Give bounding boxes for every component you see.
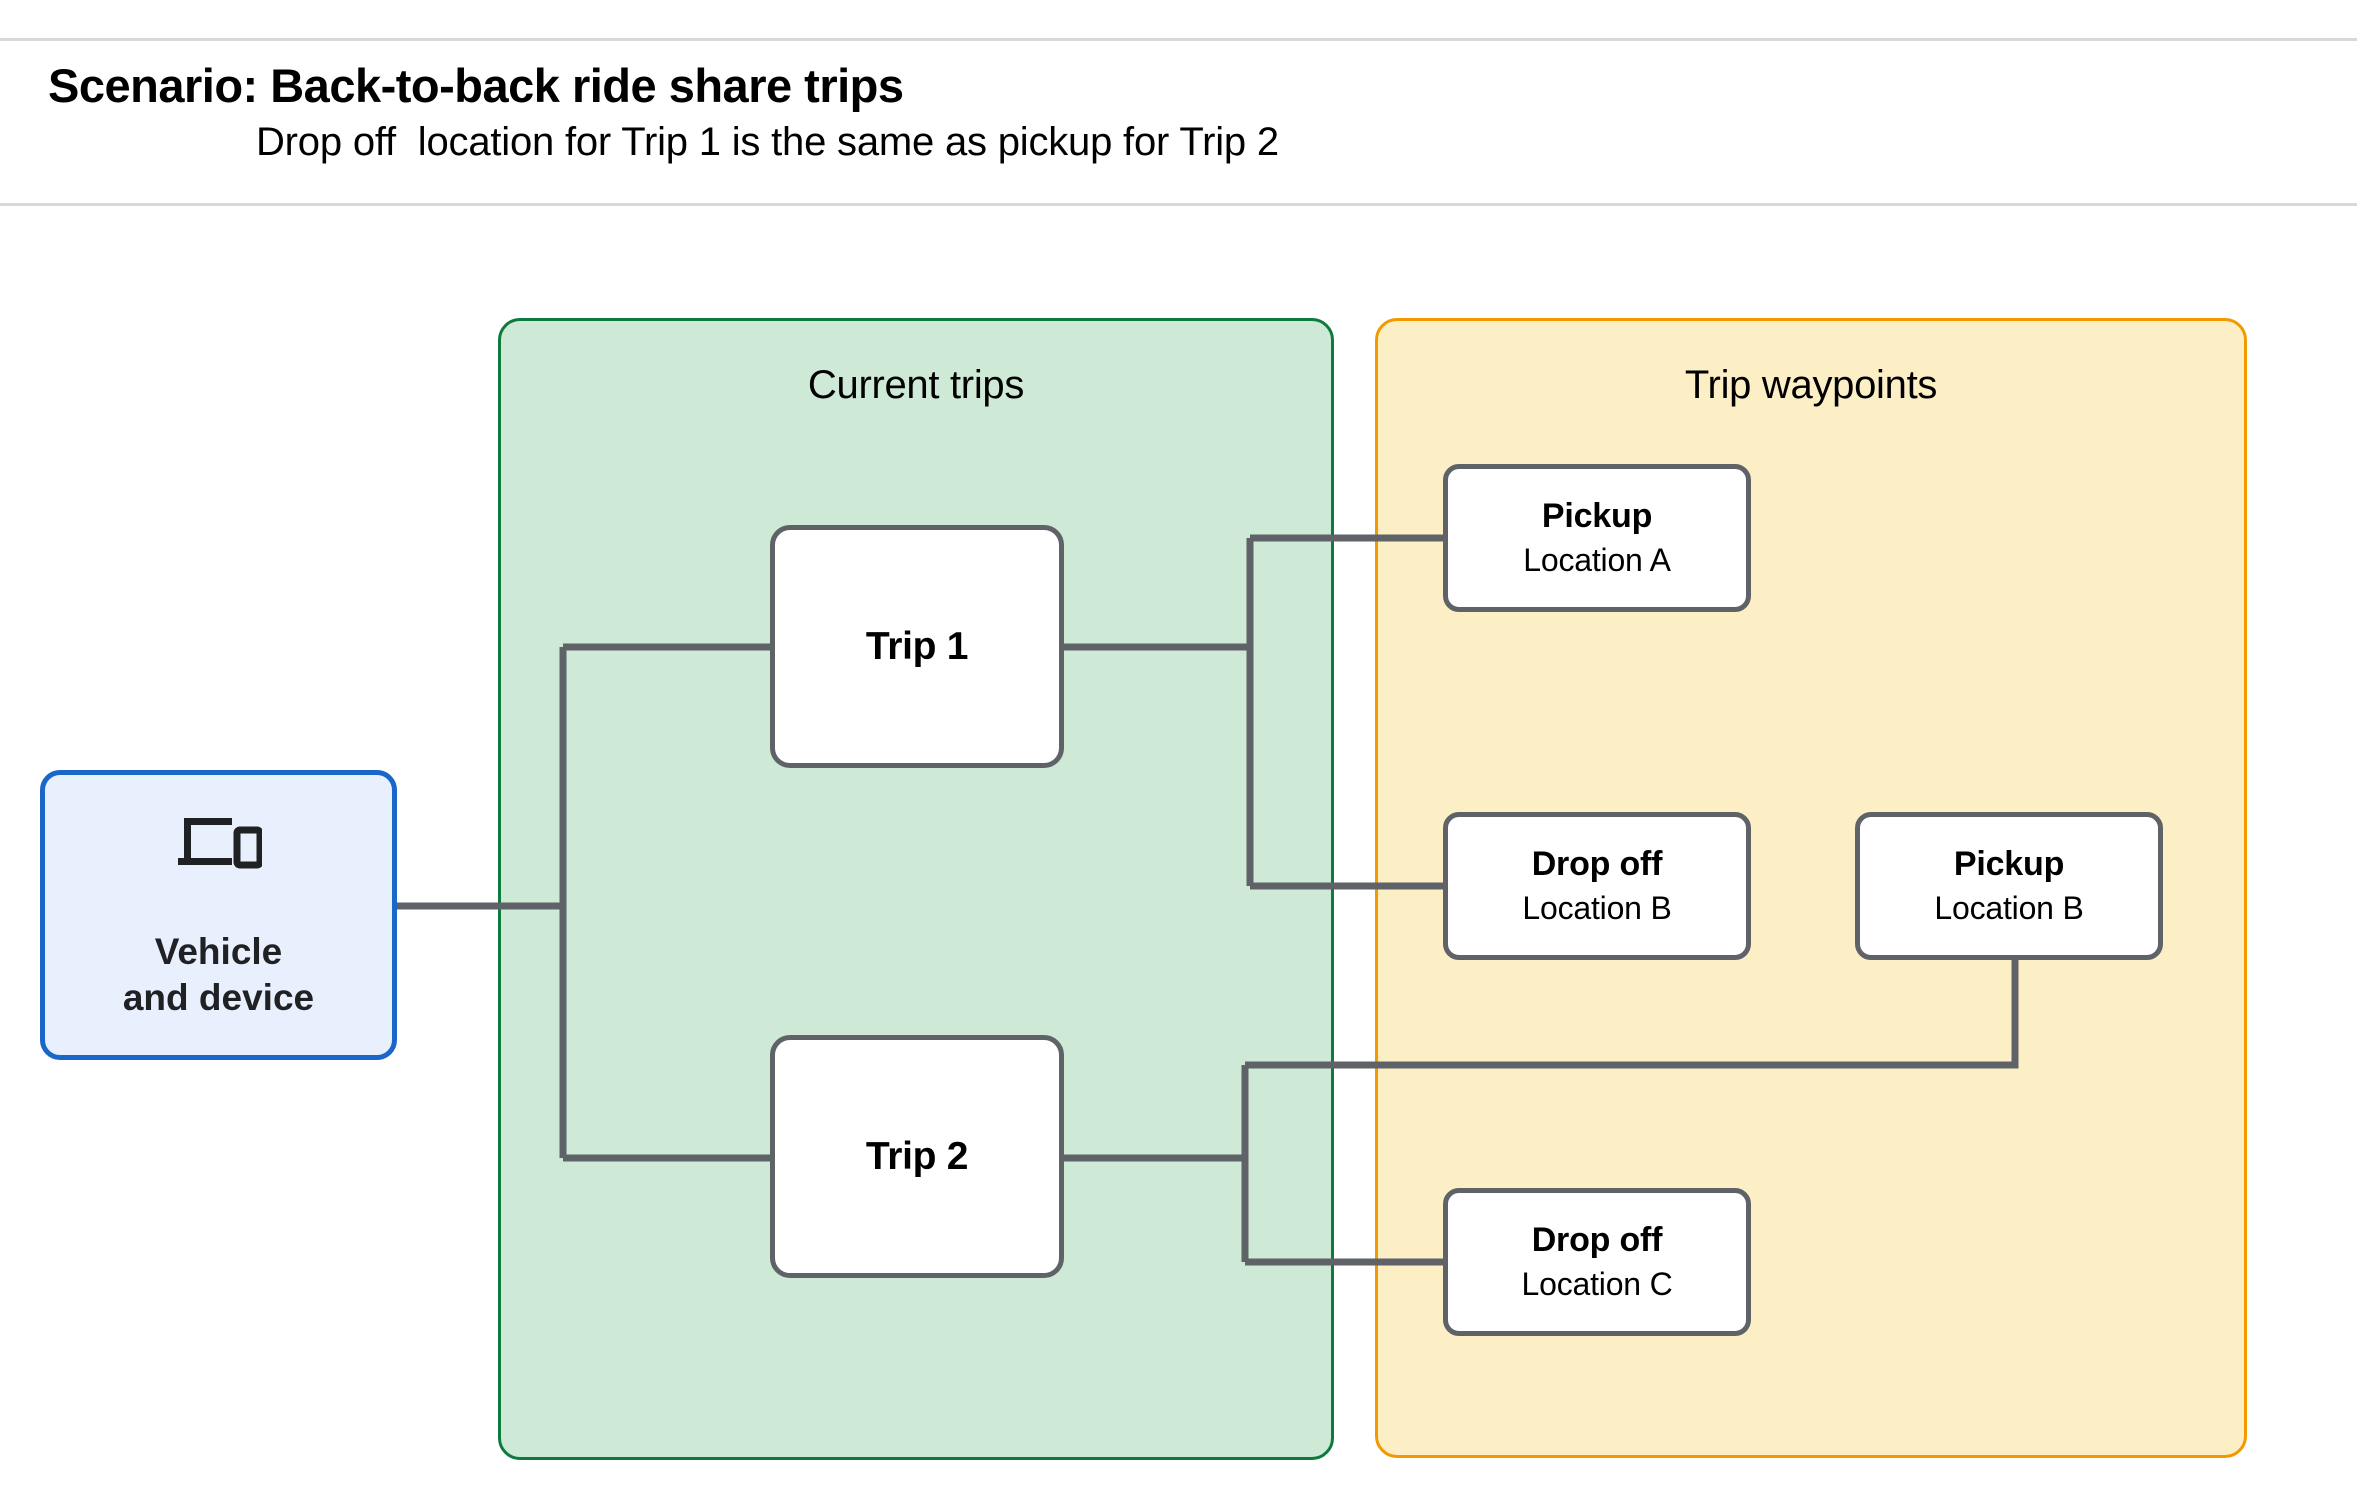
page-title: Scenario: Back-to-back ride share trips <box>48 59 904 112</box>
waypoint-pickup-b-location: Location B <box>1934 890 2084 927</box>
node-vehicle-label: Vehicle and device <box>122 930 315 1018</box>
node-trip-2[interactable]: Trip 2 <box>770 1035 1064 1278</box>
node-waypoint-pickup-b[interactable]: Pickup Location B <box>1855 812 2163 960</box>
waypoint-dropoff-c-title: Drop off <box>1531 1221 1663 1260</box>
header-divider-top <box>0 38 2357 41</box>
group-trip-waypoints-title: Trip waypoints <box>1684 363 1938 407</box>
node-vehicle-and-device[interactable]: Vehicle and device <box>40 770 397 1060</box>
node-waypoint-dropoff-b[interactable]: Drop off Location B <box>1443 812 1751 960</box>
waypoint-dropoff-b-location: Location B <box>1522 890 1672 927</box>
header: Scenario: Back-to-back ride share trips … <box>48 58 2248 167</box>
node-waypoint-dropoff-c[interactable]: Drop off Location C <box>1443 1188 1751 1336</box>
waypoint-dropoff-b-title: Drop off <box>1531 845 1663 884</box>
waypoint-pickup-a-location: Location A <box>1523 542 1671 579</box>
page-subtitle: Drop off location for Trip 1 is the same… <box>256 120 1279 165</box>
waypoint-pickup-b-title: Pickup <box>1953 845 2065 884</box>
waypoint-pickup-a-title: Pickup <box>1541 497 1653 536</box>
group-current-trips-title: Current trips <box>807 363 1025 407</box>
node-trip-1[interactable]: Trip 1 <box>770 525 1064 768</box>
devices-icon <box>176 814 263 881</box>
node-waypoint-pickup-a[interactable]: Pickup Location A <box>1443 464 1751 612</box>
header-divider-bottom <box>0 203 2357 206</box>
node-trip-2-label: Trip 2 <box>865 1134 969 1178</box>
node-trip-1-label: Trip 1 <box>865 624 969 668</box>
group-current-trips: Current trips <box>498 318 1334 1460</box>
waypoint-dropoff-c-location: Location C <box>1521 1266 1673 1303</box>
